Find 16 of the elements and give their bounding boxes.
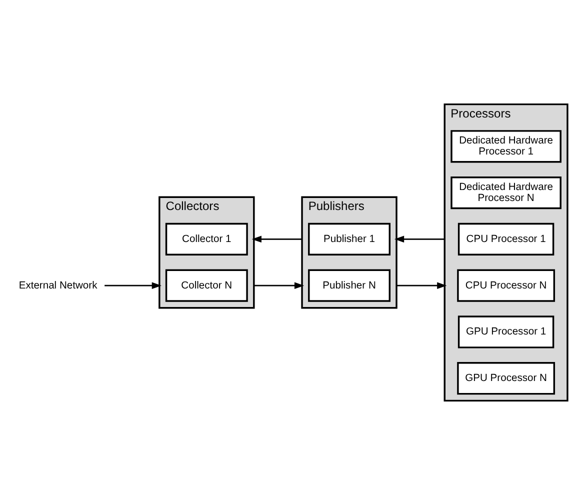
node-box: CPU Processor N [457,268,556,302]
node-box: Dedicated Hardware Processor 1 [450,130,562,162]
arrow [394,235,445,242]
node-box: Publisher 1 [308,222,390,256]
node-box: Collector N [165,268,248,302]
arrow [254,282,304,288]
node-box: Dedicated Hardware Processor N [450,176,562,209]
node-box: GPU Processor 1 [458,315,554,348]
arrow [104,282,162,288]
arrow [396,282,447,288]
arrow [252,235,302,242]
node-text: External Network [18,280,98,291]
node-box: GPU Processor N [457,362,556,394]
node-box: Publisher N [308,268,390,302]
node-box: Collector 1 [165,222,248,256]
node-box: CPU Processor 1 [458,222,554,256]
